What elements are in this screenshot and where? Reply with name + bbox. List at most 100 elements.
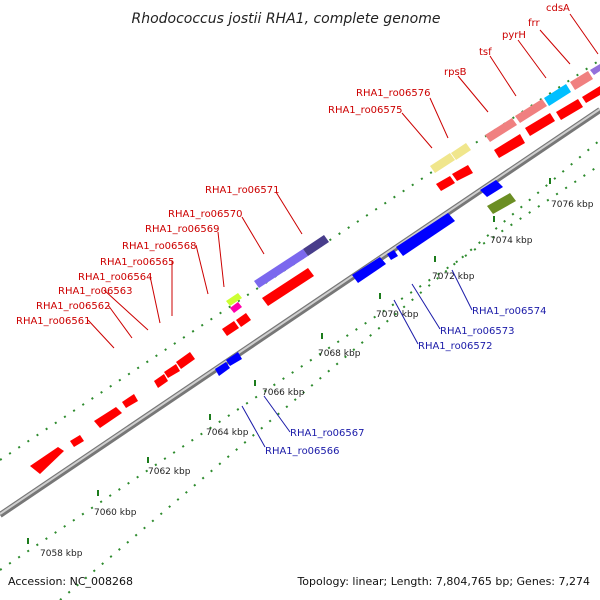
gene-label-ro06568[interactable]: RHA1_ro06568: [122, 241, 197, 252]
gene-pyrH[interactable]: [556, 99, 583, 120]
feature-cdsA: [590, 64, 600, 75]
kbp-ticks: [27, 178, 551, 544]
feature-ro06576: [451, 143, 471, 160]
gene-ro06567[interactable]: [226, 352, 242, 366]
gene-ro06562[interactable]: [70, 435, 84, 447]
feature-ro06575: [430, 153, 455, 173]
leader-ro06564: [149, 275, 161, 324]
gene-label-cdsA[interactable]: cdsA: [546, 3, 570, 14]
feature-ro06568: [226, 293, 242, 306]
gene-label-ro06571[interactable]: RHA1_ro06571: [205, 185, 280, 196]
reverse-genes: [215, 180, 503, 376]
kbp-label: 7070 kbp: [376, 310, 419, 320]
leader-frr: [539, 29, 571, 65]
gene-label-ro06565[interactable]: RHA1_ro06565: [100, 257, 175, 268]
gene-ro06561[interactable]: [30, 447, 64, 474]
leader-cdsA: [569, 13, 599, 55]
forward-gene-labels: RHA1_ro06561 RHA1_ro06562 RHA1_ro06563 R…: [16, 3, 570, 327]
kbp-label: 7074 kbp: [490, 236, 533, 246]
kbp-labels: 7058 kbp 7060 kbp 7062 kbp 7064 kbp 7066…: [40, 200, 594, 559]
gene-label-tsf[interactable]: tsf: [479, 47, 492, 58]
kbp-label: 7064 kbp: [206, 428, 249, 438]
genome-backbone: [0, 107, 600, 518]
kbp-label: 7060 kbp: [94, 508, 137, 518]
gene-ro06569[interactable]: [222, 321, 239, 336]
leader-ro06561: [87, 319, 115, 349]
leader-ro06576: [429, 97, 449, 139]
genome-summary-text: Topology: linear; Length: 7,804,765 bp; …: [296, 575, 590, 588]
accession-text: Accession: NC_008268: [8, 575, 133, 588]
leader-ro06562: [107, 304, 133, 339]
bottom-dotted-track: [0, 164, 600, 571]
gene-label-ro06570[interactable]: RHA1_ro06570: [168, 209, 243, 220]
gene-frr[interactable]: [582, 86, 600, 103]
kbp-label: 7062 kbp: [148, 467, 191, 477]
gene-ro06563[interactable]: [94, 407, 122, 428]
feature-ro06571a: [254, 249, 308, 288]
gene-label-ro06561[interactable]: RHA1_ro06561: [16, 316, 91, 327]
leader-rpsB: [457, 75, 489, 113]
gene-ro06574[interactable]: [396, 213, 455, 256]
feature-rpsB: [485, 118, 517, 142]
leader-ro06573: [411, 283, 441, 330]
leader-ro06568: [195, 244, 209, 295]
gene-label-ro06572[interactable]: RHA1_ro06572: [418, 341, 493, 352]
leader-ro06571: [275, 191, 303, 235]
gene-ro06566[interactable]: [215, 362, 230, 376]
gene-label-ro06564[interactable]: RHA1_ro06564: [78, 272, 153, 283]
gene-blue-ro06577[interactable]: [480, 180, 503, 197]
leader-ro06569: [217, 231, 225, 288]
gene-label-ro06563[interactable]: RHA1_ro06563: [58, 286, 133, 297]
leader-pyrH: [517, 39, 547, 79]
reverse-leader-lines: [241, 269, 473, 448]
gene-ro06576[interactable]: [452, 165, 473, 181]
forward-genes: [30, 86, 600, 474]
gene-ro06575[interactable]: [436, 176, 455, 191]
leader-ro06567: [263, 395, 291, 433]
gene-label-ro06567[interactable]: RHA1_ro06567: [290, 428, 365, 439]
gene-label-ro06562[interactable]: RHA1_ro06562: [36, 301, 111, 312]
leader-tsf: [489, 55, 517, 97]
leader-ro06572: [393, 299, 419, 345]
feature-pyrH: [544, 84, 571, 106]
gene-ro06568a[interactable]: [164, 364, 180, 378]
gene-label-ro06566[interactable]: RHA1_ro06566: [265, 446, 340, 457]
gene-label-rpsB[interactable]: rpsB: [444, 67, 467, 78]
leader-ro06575: [401, 112, 433, 149]
kbp-label: 7058 kbp: [40, 549, 83, 559]
gene-ro06571[interactable]: [262, 268, 314, 306]
gene-ro06573[interactable]: [387, 250, 398, 260]
gene-ro06570[interactable]: [236, 313, 251, 327]
feature-ro06568-pink: [230, 302, 242, 313]
gene-label-ro06576[interactable]: RHA1_ro06576: [356, 88, 431, 99]
gene-ro06572[interactable]: [352, 257, 386, 283]
gene-tsf[interactable]: [525, 113, 555, 136]
feature-ro06571b: [303, 235, 329, 256]
reverse-gene-labels: RHA1_ro06566 RHA1_ro06567 RHA1_ro06572 R…: [265, 306, 547, 457]
forward-leader-lines: [87, 13, 599, 349]
gene-ro06565[interactable]: [154, 374, 168, 388]
leader-ro06570: [241, 216, 265, 255]
leader-ro06566: [241, 405, 266, 448]
gene-label-ro06574[interactable]: RHA1_ro06574: [472, 306, 547, 317]
feature-frr: [570, 71, 593, 90]
gene-label-ro06569[interactable]: RHA1_ro06569: [145, 224, 220, 235]
gene-label-frr[interactable]: frr: [528, 18, 540, 29]
gene-label-pyrH[interactable]: pyrH: [502, 30, 526, 41]
feature-tsf: [515, 99, 547, 123]
kbp-label: 7066 kbp: [262, 388, 305, 398]
gene-label-ro06573[interactable]: RHA1_ro06573: [440, 326, 515, 337]
map-title: Rhodococcus jostii RHA1, complete genome: [131, 11, 440, 27]
gene-ro06564[interactable]: [122, 394, 138, 408]
gene-ro06568b[interactable]: [176, 352, 195, 369]
middle-dotted-track: [59, 139, 600, 600]
leader-ro06574: [451, 269, 473, 311]
feature-ro06577: [487, 193, 516, 214]
kbp-label: 7068 kbp: [318, 349, 361, 359]
leader-ro06563: [103, 289, 149, 331]
feature-bars: [226, 64, 600, 313]
gene-rpsB[interactable]: [494, 134, 525, 158]
gene-label-ro06575[interactable]: RHA1_ro06575: [328, 105, 403, 116]
kbp-label: 7076 kbp: [551, 200, 594, 210]
